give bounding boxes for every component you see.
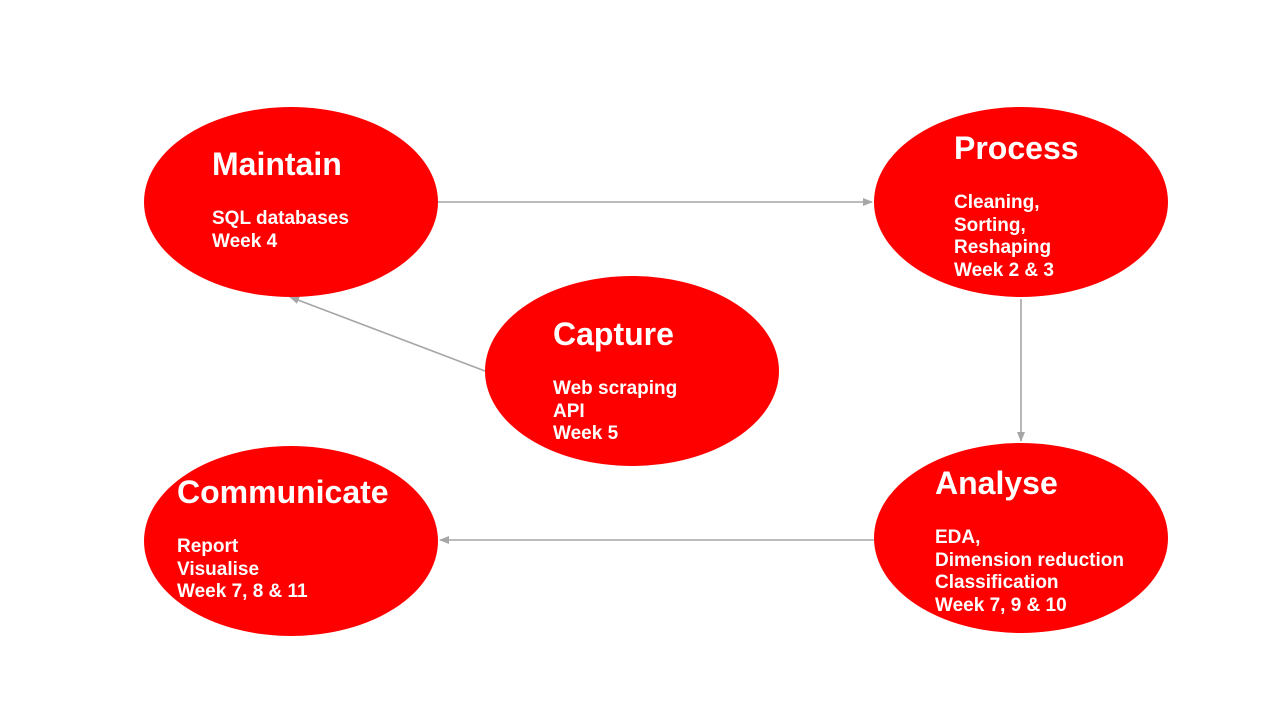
node-maintain: Maintain SQL databases Week 4 [212, 146, 349, 253]
node-maintain-ellipse [144, 107, 438, 297]
node-process-title: Process [954, 130, 1079, 166]
node-analyse-line-2: Dimension reduction [935, 549, 1124, 571]
node-analyse: Analyse EDA, Dimension reduction Classif… [935, 465, 1124, 617]
node-capture-line-3: Week 5 [553, 423, 619, 444]
node-maintain-line-2: Week 4 [212, 230, 278, 252]
node-maintain-title: Maintain [212, 146, 342, 182]
node-analyse-line-1: EDA, [935, 527, 981, 548]
node-capture: Capture Web scraping API Week 5 [553, 316, 677, 446]
node-communicate-line-3: Week 7, 8 & 11 [177, 581, 308, 602]
node-process: Process Cleaning, Sorting, Reshaping Wee… [954, 130, 1079, 282]
node-communicate-title: Communicate [177, 474, 389, 510]
node-capture-line-1: Web scraping [553, 378, 678, 399]
node-analyse-line-3: Classification [935, 572, 1059, 593]
node-communicate: Communicate Report Visualise Week 7, 8 &… [177, 474, 389, 604]
node-communicate-line-2: Visualise [177, 558, 260, 580]
node-analyse-title: Analyse [935, 465, 1058, 501]
node-maintain-line-1: SQL databases [212, 208, 349, 229]
node-capture-line-2: API [553, 400, 585, 422]
node-communicate-ellipse [144, 446, 438, 636]
node-analyse-line-4: Week 7, 9 & 10 [935, 594, 1067, 616]
node-process-line-1: Cleaning, [954, 192, 1040, 213]
node-capture-title: Capture [553, 316, 674, 352]
node-process-line-3: Reshaping [954, 237, 1052, 258]
node-capture-ellipse [485, 276, 779, 466]
node-process-ellipse [874, 107, 1168, 297]
arrow-capture-to-maintain [289, 296, 486, 372]
node-communicate-line-1: Report [177, 536, 239, 557]
node-process-line-4: Week 2 & 3 [954, 259, 1054, 281]
node-process-line-2: Sorting, [954, 214, 1026, 236]
node-analyse-ellipse [874, 443, 1168, 633]
